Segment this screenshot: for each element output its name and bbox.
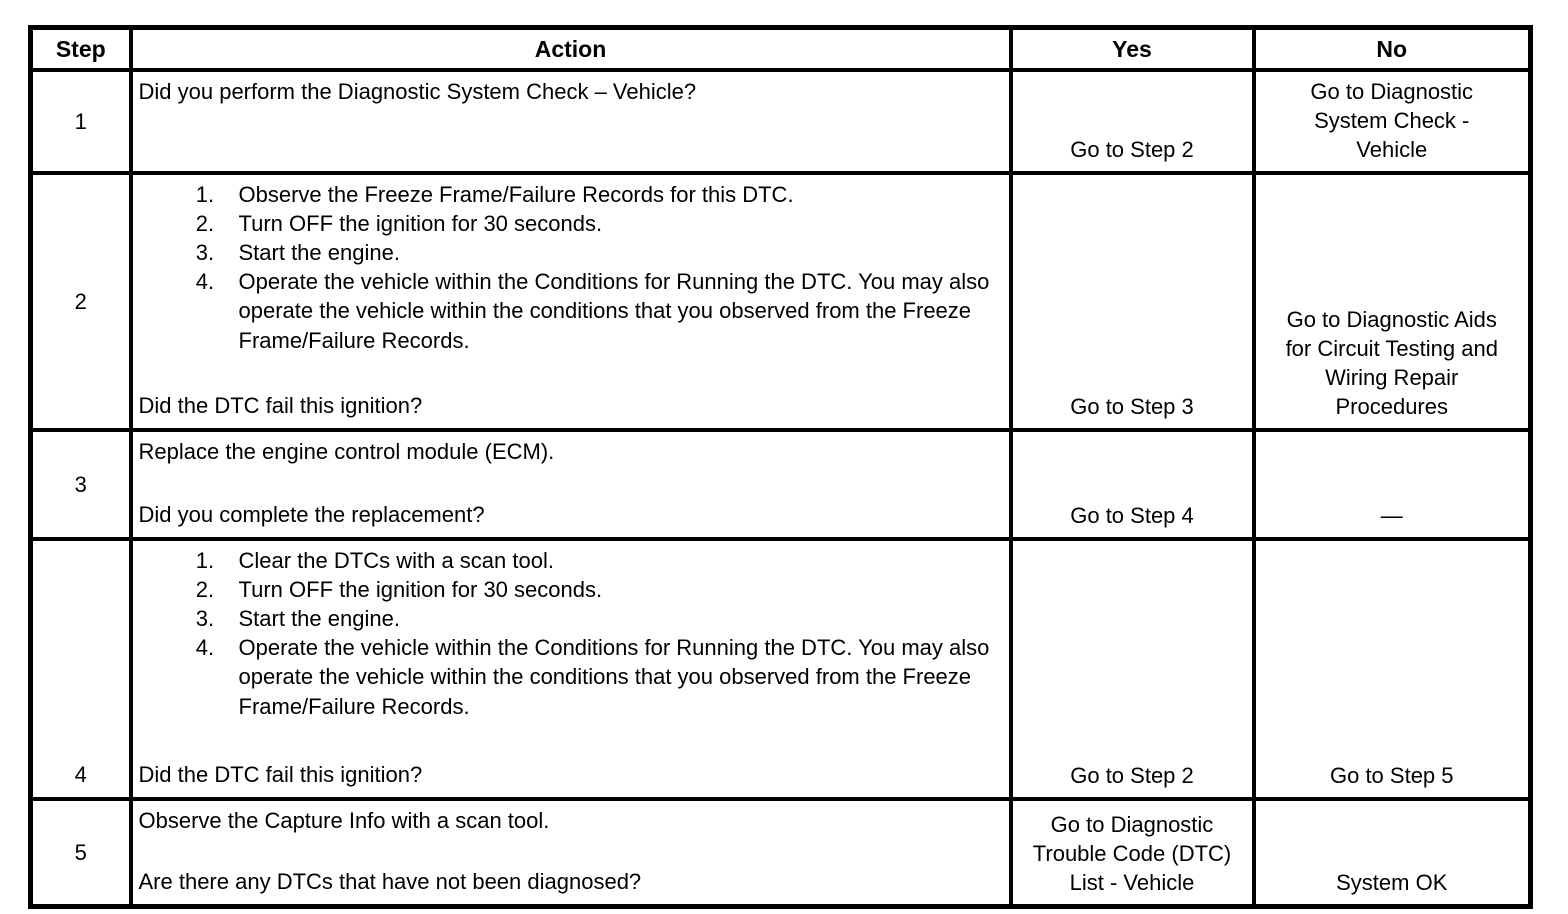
action-step-item: Turn OFF the ignition for 30 seconds. xyxy=(239,209,1001,238)
action-question: Did the DTC fail this ignition? xyxy=(138,393,423,419)
action-step-item: Clear the DTCs with a scan tool. xyxy=(239,546,1001,575)
header-row: Step Action Yes No xyxy=(28,25,1533,73)
action-intro: Did you perform the Diagnostic System Ch… xyxy=(138,79,697,105)
col-header-yes: Yes xyxy=(1008,25,1256,73)
step-number: 4 xyxy=(28,537,133,802)
action-question: Are there any DTCs that have not been di… xyxy=(138,869,642,895)
action-intro: Replace the engine control module (ECM). xyxy=(138,439,555,465)
no-cell: Go to Diagnostic Aids for Circuit Testin… xyxy=(1251,171,1533,433)
col-header-no: No xyxy=(1251,25,1533,73)
yes-cell: Go to Step 3 xyxy=(1008,171,1256,433)
yes-cell: Go to Step 4 xyxy=(1008,428,1256,542)
step-number: 5 xyxy=(28,797,133,909)
step-number: 1 xyxy=(28,68,133,176)
action-step-item: Operate the vehicle within the Condition… xyxy=(239,633,1001,720)
no-cell: Go to Step 5 xyxy=(1251,537,1533,802)
table-row-step-5: 5 Observe the Capture Info with a scan t… xyxy=(28,797,1533,909)
step-number: 2 xyxy=(28,171,133,433)
yes-cell: Go to Diagnostic Trouble Code (DTC) List… xyxy=(1008,797,1256,909)
action-steps-list: Observe the Freeze Frame/Failure Records… xyxy=(139,180,1001,354)
diagnostic-table: Step Action Yes No 1 Did you perform the… xyxy=(28,25,1533,910)
action-question: Did you complete the replacement? xyxy=(138,502,485,528)
action-question: Did the DTC fail this ignition? xyxy=(138,762,423,788)
table-row-step-3: 3 Replace the engine control module (ECM… xyxy=(28,428,1533,542)
table-row-step-4: 4 Clear the DTCs with a scan tool. Turn … xyxy=(28,537,1533,802)
action-step-item: Start the engine. xyxy=(239,604,1001,633)
action-intro: Observe the Capture Info with a scan too… xyxy=(138,808,550,834)
action-cell: Replace the engine control module (ECM).… xyxy=(128,428,1013,542)
col-header-step: Step xyxy=(28,25,133,73)
action-cell: Observe the Freeze Frame/Failure Records… xyxy=(128,171,1013,433)
action-cell: Clear the DTCs with a scan tool. Turn OF… xyxy=(128,537,1013,802)
action-step-item: Observe the Freeze Frame/Failure Records… xyxy=(239,180,1001,209)
table-row-step-2: 2 Observe the Freeze Frame/Failure Recor… xyxy=(28,171,1533,433)
table-row-step-1: 1 Did you perform the Diagnostic System … xyxy=(28,68,1533,176)
action-step-item: Operate the vehicle within the Condition… xyxy=(239,267,1001,354)
action-cell: Did you perform the Diagnostic System Ch… xyxy=(128,68,1013,176)
action-step-item: Start the engine. xyxy=(239,238,1001,267)
no-cell: — xyxy=(1251,428,1533,542)
action-steps-list: Clear the DTCs with a scan tool. Turn OF… xyxy=(139,546,1001,720)
action-cell: Observe the Capture Info with a scan too… xyxy=(128,797,1013,909)
action-step-item: Turn OFF the ignition for 30 seconds. xyxy=(239,575,1001,604)
yes-cell: Go to Step 2 xyxy=(1008,68,1256,176)
step-number: 3 xyxy=(28,428,133,542)
col-header-action: Action xyxy=(128,25,1013,73)
no-cell: Go to Diagnostic System Check - Vehicle xyxy=(1251,68,1533,176)
yes-cell: Go to Step 2 xyxy=(1008,537,1256,802)
no-cell: System OK xyxy=(1251,797,1533,909)
